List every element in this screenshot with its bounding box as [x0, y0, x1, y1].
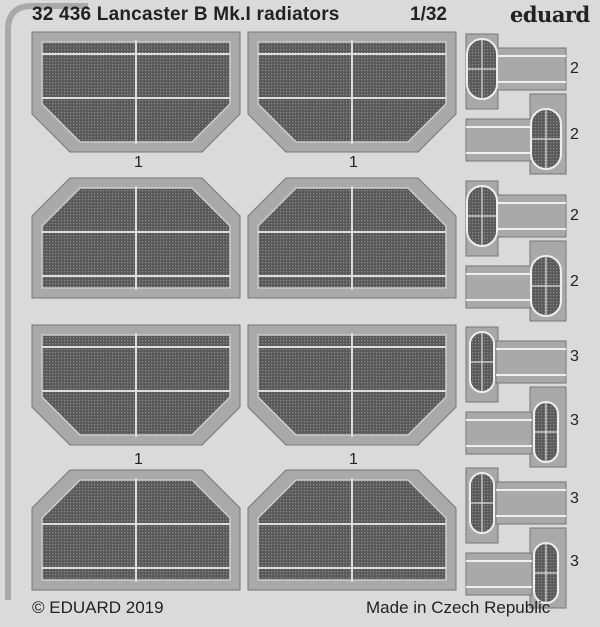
fret-title: 32 436 Lancaster B Mk.I radiators — [32, 4, 340, 25]
radiator-part — [247, 31, 457, 153]
small-radiator-part — [465, 386, 567, 468]
small-radiator-part — [465, 180, 567, 257]
small-part-tab — [495, 47, 567, 91]
part-number-label: 2 — [570, 60, 579, 77]
small-radiator-part — [465, 33, 567, 110]
small-radiator-part — [465, 240, 567, 322]
small-part-tab — [465, 411, 533, 455]
scale-label: 1/32 — [410, 4, 447, 25]
radiator-part — [247, 469, 457, 591]
copyright-text: © EDUARD 2019 — [32, 598, 164, 617]
part-number-label: 1 — [349, 451, 358, 468]
small-part-tab — [495, 481, 567, 525]
radiator-part — [247, 324, 457, 446]
small-part-tab — [465, 265, 533, 309]
part-number-label: 3 — [570, 348, 579, 365]
radiator-part — [31, 324, 241, 446]
radiator-part — [247, 177, 457, 299]
fret-border — [5, 3, 88, 600]
radiator-part — [31, 469, 241, 591]
part-number-label: 3 — [570, 412, 579, 429]
part-number-label: 3 — [570, 553, 579, 570]
small-radiator-part — [465, 93, 567, 175]
brand-logo: eduard — [510, 2, 590, 27]
small-radiator-part — [465, 527, 567, 609]
small-part-tab — [465, 552, 533, 596]
part-number-label: 2 — [570, 273, 579, 290]
small-part-tab — [495, 194, 567, 238]
small-part-tab — [465, 118, 533, 162]
part-number-label: 1 — [134, 154, 143, 171]
small-part-tab — [495, 340, 567, 384]
small-radiator-part — [465, 326, 567, 403]
radiator-part — [31, 31, 241, 153]
part-number-label: 1 — [349, 154, 358, 171]
part-number-label: 2 — [570, 126, 579, 143]
origin-text: Made in Czech Republic — [366, 598, 551, 617]
small-radiator-part — [465, 467, 567, 544]
radiator-part — [31, 177, 241, 299]
part-number-label: 1 — [134, 451, 143, 468]
part-number-label: 3 — [570, 490, 579, 507]
part-number-label: 2 — [570, 207, 579, 224]
